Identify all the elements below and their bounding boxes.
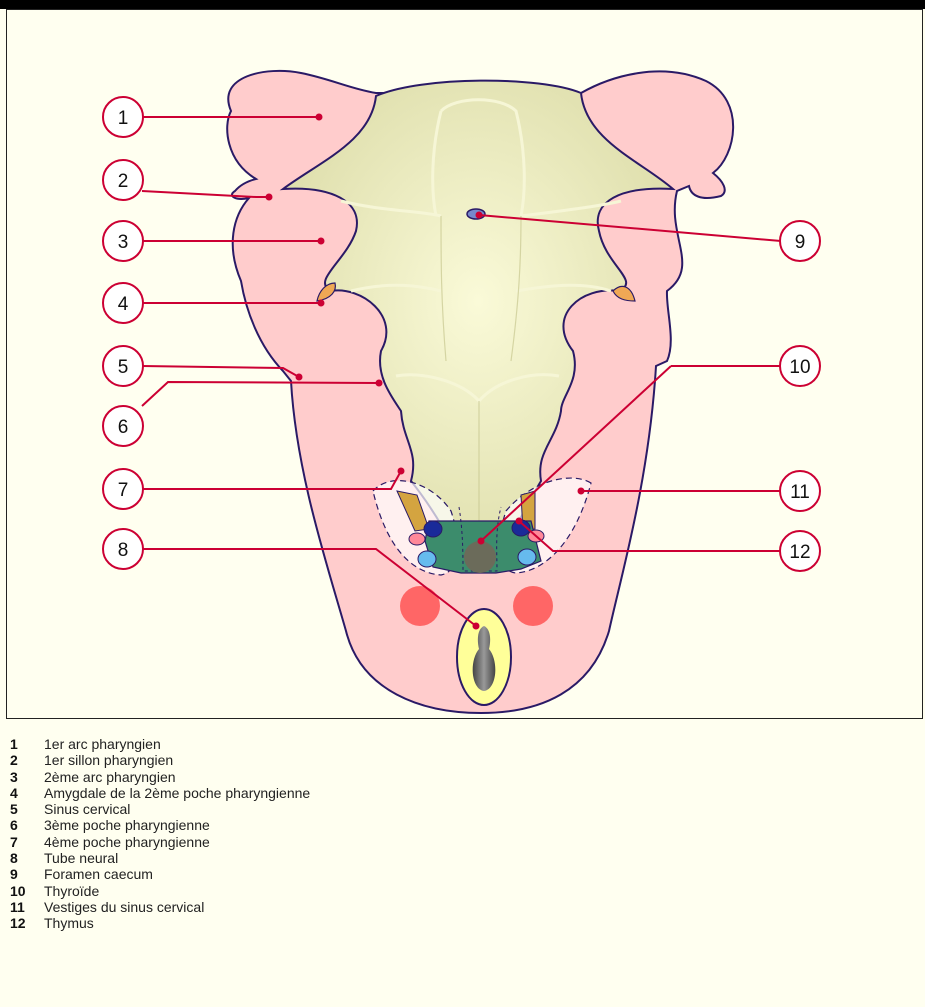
top-bar [0, 0, 925, 9]
callout-6: 6 [103, 406, 143, 446]
vessel-left [400, 586, 440, 626]
thyroid [464, 541, 496, 573]
pharyngeal-arches-diagram: 1 2 3 4 5 6 7 8 9 10 11 12 [7, 10, 922, 718]
callout-3: 3 [103, 221, 143, 261]
svg-text:1: 1 [118, 108, 129, 129]
svg-text:10: 10 [789, 357, 810, 378]
svg-text:2: 2 [118, 171, 129, 192]
vessel-right [513, 586, 553, 626]
svg-text:5: 5 [118, 357, 129, 378]
callout-9: 9 [780, 221, 820, 261]
callout-5: 5 [103, 346, 143, 386]
svg-text:6: 6 [118, 417, 129, 438]
callout-2: 2 [103, 160, 143, 200]
svg-text:7: 7 [118, 480, 129, 501]
callout-4: 4 [103, 283, 143, 323]
svg-text:12: 12 [789, 542, 810, 563]
svg-text:4: 4 [118, 294, 129, 315]
callout-12: 12 [780, 531, 820, 571]
callout-1: 1 [103, 97, 143, 137]
svg-text:8: 8 [118, 540, 129, 561]
svg-text:9: 9 [795, 232, 806, 253]
callout-7: 7 [103, 469, 143, 509]
callout-8: 8 [103, 529, 143, 569]
callout-11: 11 [780, 471, 820, 511]
diagram-frame: 1 2 3 4 5 6 7 8 9 10 11 12 [6, 9, 923, 719]
svg-text:11: 11 [790, 482, 810, 503]
svg-text:3: 3 [118, 232, 129, 253]
callout-10: 10 [780, 346, 820, 386]
